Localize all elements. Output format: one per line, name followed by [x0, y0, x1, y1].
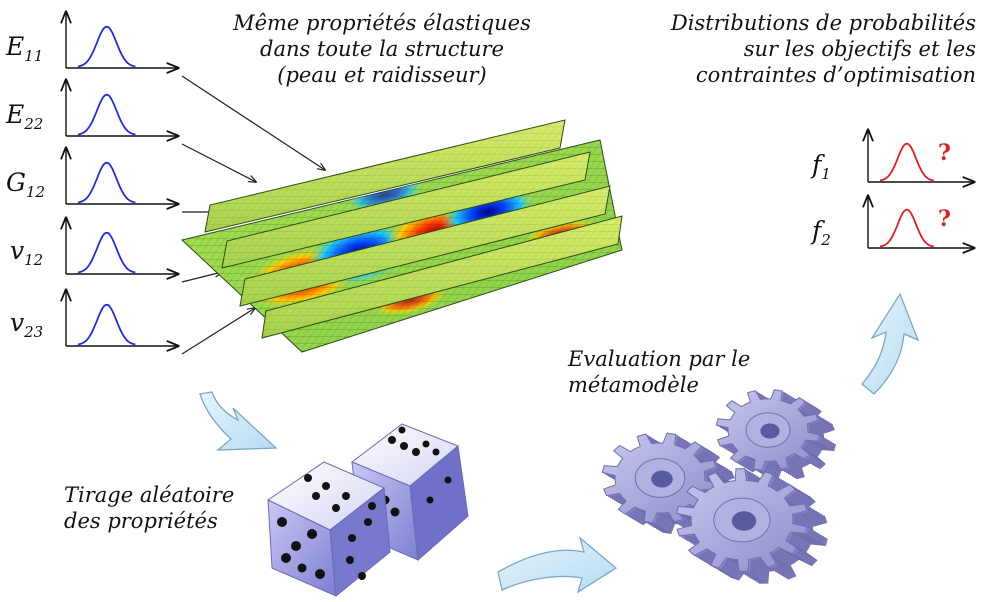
- output-distribution-plot-f2: [868, 196, 974, 248]
- gear-front: [675, 468, 828, 584]
- input-symbol-v12: v12: [10, 236, 44, 269]
- output-unknown-mark-f1: ?: [938, 140, 951, 166]
- output-symbol-f2: f2: [812, 216, 831, 249]
- distributions-caption: Distributions de probabilités sur les ob…: [600, 10, 976, 88]
- gaussian-curve: [879, 208, 934, 248]
- gaussian-curve: [77, 303, 136, 346]
- evaluation-caption-line2: métamodèle: [568, 373, 699, 397]
- structure-caption: Même propriétés élastiques dans toute la…: [212, 10, 552, 88]
- gears-icon: [601, 389, 836, 584]
- gear-top-right: [715, 389, 836, 481]
- structure-caption-line2: dans toute la structure: [260, 37, 504, 61]
- gaussian-curve: [77, 231, 136, 274]
- distributions-caption-line2: sur les objectifs et les: [743, 37, 976, 61]
- gaussian-curve: [77, 93, 136, 136]
- output-unknown-mark-f2: ?: [938, 206, 951, 232]
- stiffened-panel-mesh-icon: [180, 119, 623, 353]
- input-symbol-e11: E11: [6, 32, 44, 65]
- input-symbol-v23: v23: [10, 308, 44, 341]
- structure-caption-line1: Même propriétés élastiques: [233, 11, 531, 35]
- evaluation-caption-line1: Evaluation par le: [568, 347, 751, 371]
- input-distribution-plot-e22: [66, 80, 178, 136]
- output-distribution-plot-f1: [868, 130, 974, 182]
- output-distributions: [868, 130, 974, 248]
- flow-arrow-to-gears: [497, 536, 618, 594]
- gaussian-curve: [77, 161, 136, 204]
- die-front: [267, 461, 391, 597]
- input-distribution-plot-e11: [66, 12, 178, 68]
- input-symbol-g12: G12: [6, 168, 46, 201]
- input-distributions: [66, 12, 178, 346]
- flow-arrow-to-outputs: [861, 292, 920, 395]
- gaussian-curve: [879, 142, 934, 182]
- evaluation-caption: Evaluation par le métamodèle: [568, 346, 808, 398]
- structure-caption-line3: (peau et raidisseur): [277, 63, 487, 87]
- input-symbol-e22: E22: [6, 100, 44, 133]
- sampling-caption-line1: Tirage aléatoire: [64, 483, 235, 507]
- output-symbol-f1: f1: [812, 150, 831, 183]
- input-arrows: [181, 75, 325, 355]
- gaussian-curve: [77, 25, 136, 68]
- input-distribution-plot-g12: [66, 148, 178, 204]
- distributions-caption-line3: contraintes d’optimisation: [695, 63, 976, 87]
- input-distribution-plot-v23: [66, 290, 178, 346]
- sampling-caption-line2: des propriétés: [64, 509, 218, 533]
- flow-arrow-to-dice: [199, 391, 278, 451]
- input-distribution-plot-v12: [66, 218, 178, 274]
- distributions-caption-line1: Distributions de probabilités: [670, 11, 976, 35]
- dice-icon: [267, 423, 469, 597]
- sampling-caption: Tirage aléatoire des propriétés: [64, 482, 284, 534]
